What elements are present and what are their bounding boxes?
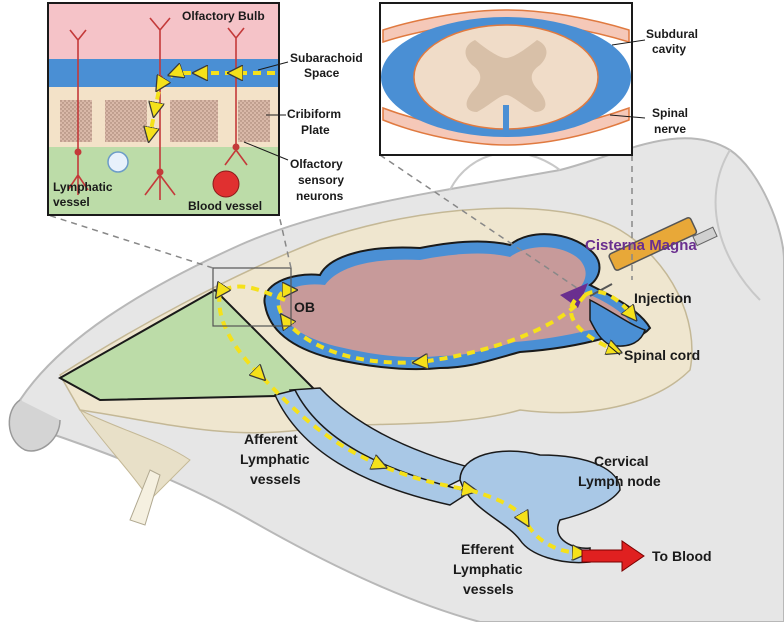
- afferent-label-3: vessels: [250, 471, 301, 487]
- cervical-label-1: Cervical: [594, 453, 648, 469]
- spinal-nerve-label-1: Spinal: [652, 106, 688, 120]
- lymphatic-vessel-label-1: Lymphatic: [53, 180, 113, 194]
- spinal-cord-label: Spinal cord: [624, 347, 700, 363]
- olfactory-inset: Olfactory Bulb Lymphatic vessel Blood ve…: [47, 2, 280, 216]
- osn-label-3: neurons: [296, 189, 344, 203]
- cisterna-magna-label: Cisterna Magna: [585, 237, 697, 254]
- olfactory-bulb-title: Olfactory Bulb: [182, 9, 265, 23]
- spinal-nerve-label-2: nerve: [654, 122, 686, 136]
- to-blood-label: To Blood: [652, 548, 712, 564]
- spinal-callout-lines: [609, 39, 646, 119]
- afferent-label-2: Lymphatic: [240, 451, 310, 467]
- cribiform-label-1: Cribiform: [287, 107, 341, 121]
- csf-flow-lymphatic: [219, 287, 580, 553]
- subdural-label-1: Subdural: [646, 27, 698, 41]
- subdural-label-2: cavity: [652, 42, 686, 56]
- blood-vessel-label: Blood vessel: [188, 199, 262, 213]
- syringe: [589, 217, 718, 297]
- afferent-label-1: Afferent: [244, 431, 298, 447]
- cervical-label-2: Lymph node: [578, 473, 661, 489]
- subarachnoid-label-2: Space: [304, 66, 340, 80]
- efferent-label-2: Lymphatic: [453, 561, 523, 577]
- osn-label-2: sensory: [298, 173, 344, 187]
- injection-label: Injection: [634, 290, 692, 306]
- lymphatic-vessel-label-2: vessel: [53, 195, 90, 209]
- bulb-zoom-frame: [212, 267, 292, 327]
- subarachnoid-label-1: Subarachoid: [290, 51, 363, 65]
- spinal-inset: [379, 2, 633, 156]
- cribiform-label-2: Plate: [301, 123, 330, 137]
- to-blood-arrow: [581, 540, 645, 572]
- ob-label: OB: [294, 299, 315, 315]
- injection-site-marker: [560, 283, 588, 308]
- zoom-connector-lines: [47, 154, 633, 291]
- olfactory-callout-lines: [243, 61, 289, 161]
- osn-label-1: Olfactory: [290, 157, 343, 171]
- efferent-label-1: Efferent: [461, 541, 514, 557]
- efferent-label-3: vessels: [463, 581, 514, 597]
- spinal-cord-callout: [607, 344, 621, 356]
